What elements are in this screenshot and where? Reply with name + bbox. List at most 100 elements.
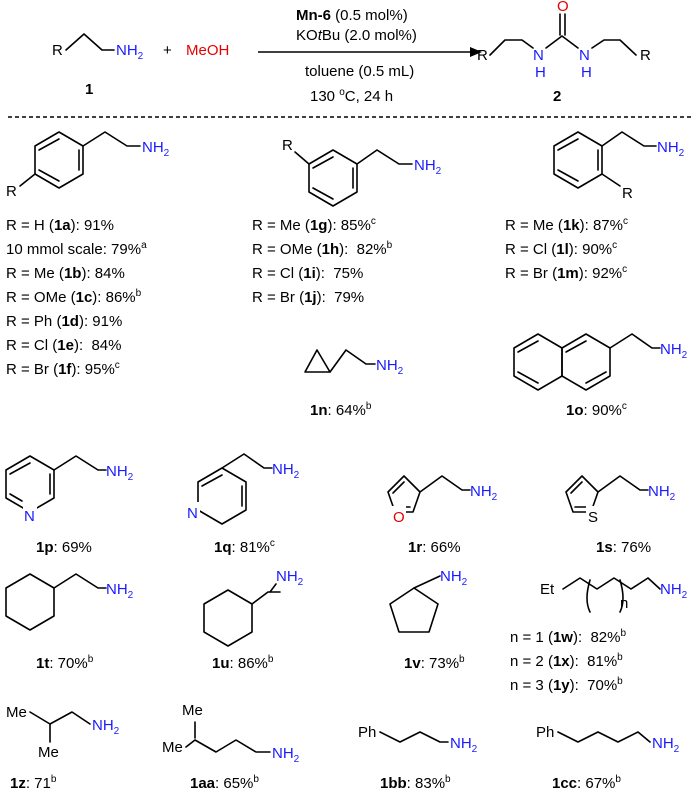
svg-text:NH2: NH2 — [660, 341, 688, 361]
svg-text:Mn-6 (0.5 mol%): Mn-6 (0.5 mol%) — [296, 7, 408, 24]
product-h-right: H — [581, 64, 592, 81]
1z-me-bottom: Me — [38, 744, 59, 761]
structure-ortho-benzylamine: NH2 R — [553, 131, 685, 202]
structure-1q: N NH2 1q: 81%c — [186, 453, 300, 556]
meta-r: R — [282, 137, 293, 154]
svg-text:NH2: NH2 — [106, 581, 134, 601]
structure-1r: O NH2 1r: 66% — [387, 475, 498, 556]
product-urea: R N H O N H R 2 — [477, 0, 651, 105]
yield-1n: 1n: 64%b — [310, 401, 372, 419]
svg-text:NH2: NH2 — [414, 157, 442, 177]
pyridine-n-1q: N — [187, 505, 198, 522]
yield-1x: n = 2 (1x): 81%b — [510, 652, 623, 670]
product-h-left: H — [535, 64, 546, 81]
yield-1bb: 1bb: 83%b — [380, 774, 451, 792]
meta-yields: R = Me (1g): 85%c R = OMe (1h): 82%b R =… — [252, 216, 393, 306]
thiophene-s: S — [588, 509, 598, 526]
yield-1d: R = Ph (1d): 91% — [6, 313, 122, 330]
svg-text:NH2: NH2 — [92, 717, 120, 737]
svg-text:NH2: NH2 — [440, 568, 468, 588]
ortho-r: R — [622, 185, 633, 202]
1bb-ph: Ph — [358, 724, 376, 741]
structure-1cc: Ph NH2 1cc: 67%b — [536, 724, 680, 792]
svg-text:NH2: NH2 — [648, 483, 676, 503]
yield-1w: n = 1 (1w): 82%b — [510, 628, 627, 646]
product-r-left: R — [477, 47, 488, 64]
yield-1a: R = H (1a): 91% — [6, 217, 114, 234]
para-yields: R = H (1a): 91% 10 mmol scale: 79%a R = … — [6, 217, 147, 378]
svg-text:NH2: NH2 — [272, 745, 300, 765]
alkyl-et: Et — [540, 581, 555, 598]
yield-1y: n = 3 (1y): 70%b — [510, 676, 623, 694]
reactant-amine: R NH2 1 — [52, 33, 144, 98]
pyridine-n-1p: N — [24, 508, 35, 525]
yield-1aa: 1aa: 65%b — [190, 774, 259, 792]
svg-text:NH2: NH2 — [376, 357, 404, 377]
structure-1z: Me Me NH2 1z: 71b — [6, 704, 120, 792]
ortho-yields: R = Me (1k): 87%c R = Cl (1l): 90%c R = … — [505, 216, 628, 282]
product-n-right: N — [579, 47, 590, 64]
svg-text:NH2: NH2 — [450, 735, 478, 755]
yield-1h: R = OMe (1h): 82%b — [252, 240, 393, 258]
structure-1t: NH2 1t: 70%b — [5, 573, 134, 672]
product-n-left: N — [533, 47, 544, 64]
structure-1n: NH2 1n: 64%b — [304, 349, 404, 419]
1aa-me-left: Me — [162, 739, 183, 756]
svg-text:NH2: NH2 — [276, 568, 304, 588]
structure-1u: NH2 1u: 86%b — [203, 568, 304, 672]
yield-1k: R = Me (1k): 87%c — [505, 216, 628, 234]
plus-sign: + — [163, 42, 172, 59]
yield-1e: R = Cl (1e): 84% — [6, 337, 121, 354]
structure-1p: N NH2 1p: 69% — [5, 455, 134, 556]
yield-1t: 1t: 70%b — [36, 654, 94, 672]
1z-me-top: Me — [6, 704, 27, 721]
solvent-label: toluene (0.5 mL) — [305, 63, 414, 80]
amine-label: NH2 — [116, 42, 144, 62]
yield-1s: 1s: 76% — [596, 539, 651, 556]
reactant-number: 1 — [85, 81, 93, 98]
structure-meta-benzylamine: R NH2 — [282, 137, 442, 207]
yield-1j: R = Br (1j): 79% — [252, 289, 364, 306]
yield-1c: R = OMe (1c): 86%b — [6, 288, 142, 306]
structure-1o: NH2 1o: 90%c — [513, 333, 688, 419]
svg-text:NH2: NH2 — [272, 461, 300, 481]
structure-para-benzylamine: NH2 R — [6, 131, 170, 200]
1cc-ph: Ph — [536, 724, 554, 741]
yield-scale: 10 mmol scale: 79%a — [6, 240, 147, 258]
svg-text:NH2: NH2 — [652, 735, 680, 755]
1aa-me-top: Me — [182, 702, 203, 719]
reaction-conditions: Mn-6 (0.5 mol%) KOtBu (2.0 mol%) toluene… — [258, 7, 482, 105]
svg-text:NH2: NH2 — [470, 483, 498, 503]
structure-1v: NH2 1v: 73%b — [389, 568, 468, 672]
yield-1o: 1o: 90%c — [566, 401, 627, 419]
yield-1b: R = Me (1b): 84% — [6, 265, 125, 282]
methanol-label: MeOH — [186, 42, 229, 59]
yield-1p: 1p: 69% — [36, 539, 92, 556]
temperature-label: 130 oC, 24 h — [310, 87, 393, 105]
structure-1s: S NH2 1s: 76% — [565, 475, 676, 556]
catalyst-loading: (0.5 mol%) — [335, 7, 408, 24]
yield-1r: 1r: 66% — [408, 539, 461, 556]
catalyst-name: Mn-6 — [296, 7, 331, 24]
base-label: KOtBu (2.0 mol%) — [296, 27, 417, 44]
alkyl-n: n — [620, 595, 628, 612]
product-r-right: R — [640, 47, 651, 64]
yield-1f: R = Br (1f): 95%c — [6, 360, 120, 378]
svg-text:NH2: NH2 — [142, 139, 170, 159]
furan-o: O — [393, 509, 405, 526]
svg-text:NH2: NH2 — [657, 139, 685, 159]
yield-1i: R = Cl (1i): 75% — [252, 265, 363, 282]
para-r: R — [6, 183, 17, 200]
structure-1aa: Me Me NH2 1aa: 65%b — [162, 702, 300, 792]
yield-1q: 1q: 81%c — [214, 538, 275, 556]
svg-text:NH2: NH2 — [660, 581, 688, 601]
yield-1v: 1v: 73%b — [404, 654, 465, 672]
structure-1bb: Ph NH2 1bb: 83%b — [358, 724, 478, 792]
yield-1l: R = Cl (1l): 90%c — [505, 240, 617, 258]
svg-text:NH2: NH2 — [106, 463, 134, 483]
yield-1g: R = Me (1g): 85%c — [252, 216, 376, 234]
product-number: 2 — [553, 88, 561, 105]
yield-1m: R = Br (1m): 92%c — [505, 264, 627, 282]
yield-1u: 1u: 86%b — [212, 654, 274, 672]
